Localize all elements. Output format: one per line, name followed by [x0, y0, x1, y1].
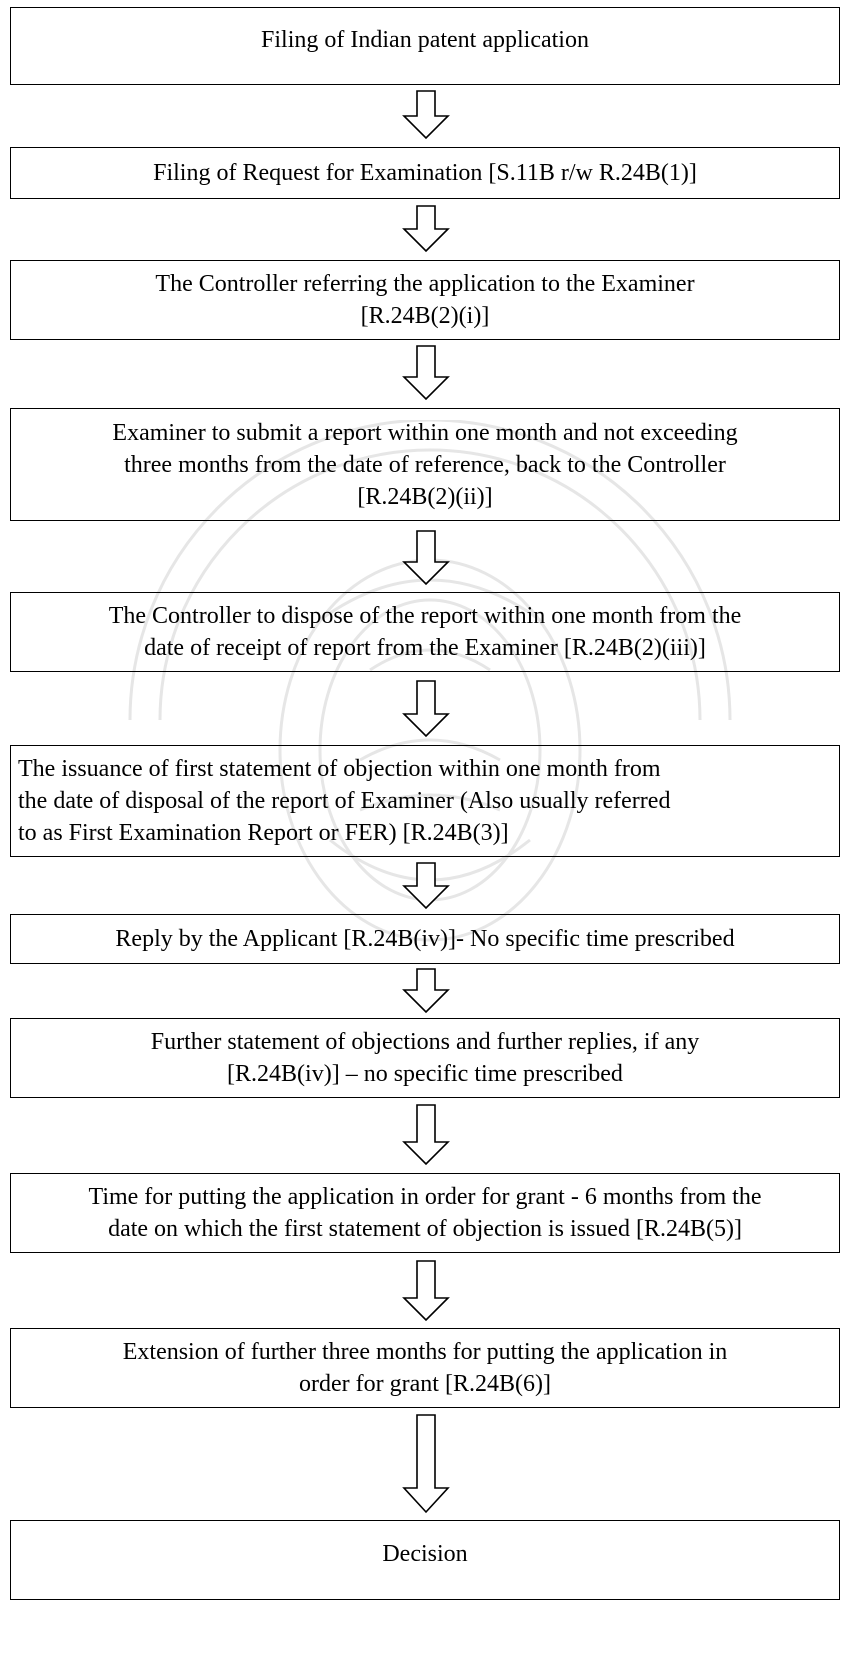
flow-step-1: Filing of Indian patent application: [10, 7, 840, 85]
down-arrow-icon: [402, 862, 450, 910]
down-arrow-icon: [402, 530, 450, 586]
flow-step-10: Extension of further three months for pu…: [10, 1328, 840, 1408]
flow-step-6-line-3: to as First Examination Report or FER) […: [18, 820, 509, 846]
flow-step-2-line-1: Filing of Request for Examination [S.11B…: [153, 160, 697, 186]
flow-step-6-line-2: the date of disposal of the report of Ex…: [18, 788, 671, 814]
flow-step-7-line-1: Reply by the Applicant [R.24B(iv)]- No s…: [115, 926, 735, 952]
flow-step-4: Examiner to submit a report within one m…: [10, 408, 840, 521]
down-arrow-icon: [402, 680, 450, 738]
flow-step-5-line-2: date of receipt of report from the Exami…: [144, 635, 706, 661]
down-arrow-icon: [402, 1414, 450, 1514]
down-arrow-icon: [402, 90, 450, 140]
down-arrow-icon: [402, 205, 450, 253]
flow-step-1-line-1: Filing of Indian patent application: [261, 27, 589, 53]
flow-step-4-line-3: [R.24B(2)(ii)]: [357, 483, 493, 510]
flow-step-11: Decision: [10, 1520, 840, 1600]
down-arrow-icon: [402, 345, 450, 401]
flow-step-8: Further statement of objections and furt…: [10, 1018, 840, 1098]
flow-step-7: Reply by the Applicant [R.24B(iv)]- No s…: [10, 914, 840, 964]
down-arrow-icon: [402, 1104, 450, 1166]
flow-step-5: The Controller to dispose of the report …: [10, 592, 840, 672]
flow-step-2: Filing of Request for Examination [S.11B…: [10, 147, 840, 199]
flow-step-5-line-1: The Controller to dispose of the report …: [108, 603, 742, 629]
flow-step-11-line-1: Decision: [382, 1541, 468, 1567]
flow-step-8-line-1: Further statement of objections and furt…: [150, 1029, 700, 1055]
flow-step-6-line-1: The issuance of first statement of objec…: [18, 756, 661, 782]
flow-step-8-line-2: [R.24B(iv)] – no specific time prescribe…: [227, 1061, 623, 1087]
flow-step-3-line-2: [R.24B(2)(i)]: [360, 303, 490, 329]
flow-step-4-line-2: three months from the date of reference,…: [124, 451, 726, 478]
flow-step-9-line-1: Time for putting the application in orde…: [88, 1184, 762, 1210]
flow-step-3-line-1: The Controller referring the application…: [155, 271, 695, 297]
flow-step-10-line-2: order for grant [R.24B(6)]: [299, 1371, 551, 1397]
flow-step-6: The issuance of first statement of objec…: [10, 745, 840, 857]
down-arrow-icon: [402, 1260, 450, 1322]
flow-step-9: Time for putting the application in orde…: [10, 1173, 840, 1253]
flow-step-4-line-1: Examiner to submit a report within one m…: [112, 419, 738, 446]
flow-step-3: The Controller referring the application…: [10, 260, 840, 340]
flow-step-9-line-2: date on which the first statement of obj…: [108, 1216, 742, 1242]
down-arrow-icon: [402, 968, 450, 1014]
flow-step-10-line-1: Extension of further three months for pu…: [122, 1339, 728, 1365]
